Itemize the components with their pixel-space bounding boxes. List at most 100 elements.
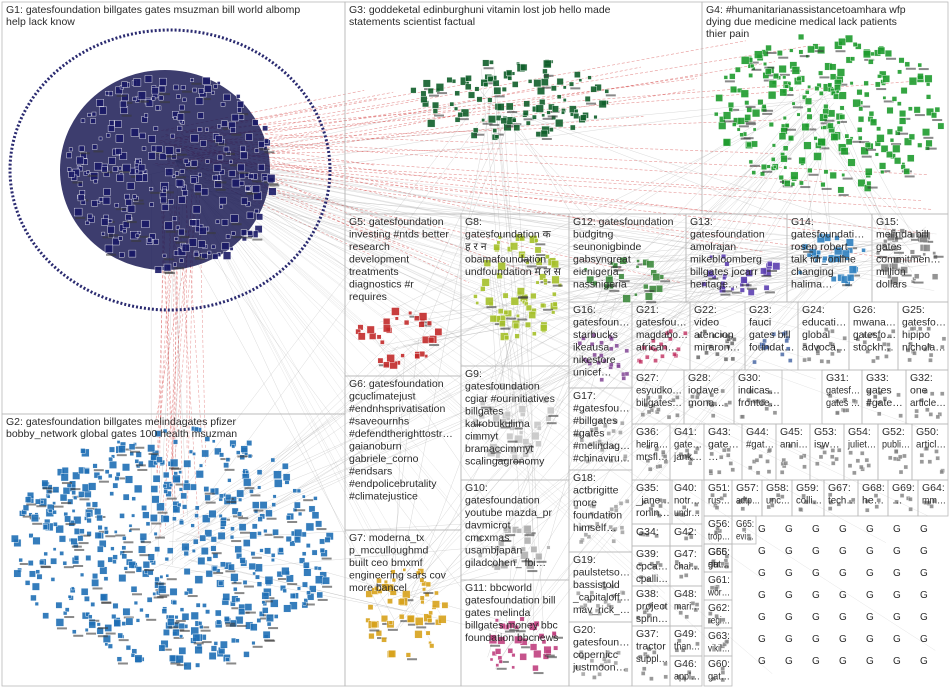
node-g50 <box>939 469 944 475</box>
group-label-g13-line: G13: <box>690 216 713 228</box>
node-caption <box>166 497 177 500</box>
node-g2 <box>301 494 306 499</box>
edge-line <box>177 279 488 552</box>
node-caption <box>175 483 186 486</box>
group-label-g39-line: cpca… <box>636 561 668 573</box>
node-g4 <box>900 164 906 170</box>
node-g3 <box>492 79 500 87</box>
node-g1 <box>119 252 125 258</box>
node-caption <box>507 111 518 114</box>
node-caption <box>115 208 126 211</box>
node-g18 <box>624 499 630 504</box>
node-g2 <box>30 594 37 602</box>
node-g1 <box>85 220 90 225</box>
node-g3 <box>465 83 472 90</box>
node-g3 <box>574 71 581 78</box>
tiny-group-label: G <box>785 634 793 645</box>
tiny-group-label: G <box>893 546 901 557</box>
node-g4 <box>768 122 774 128</box>
node-g2 <box>296 488 302 493</box>
node-g2 <box>261 591 270 600</box>
node-g17 <box>597 419 602 424</box>
node-caption <box>745 105 756 108</box>
group-label-g23-line: foundat… <box>749 342 795 354</box>
node-g3 <box>501 86 507 92</box>
node-g3 <box>556 94 562 100</box>
node-g2 <box>217 531 226 540</box>
node-g12 <box>634 292 638 297</box>
node-caption <box>159 594 170 597</box>
node-g5 <box>383 361 390 368</box>
node-g1 <box>245 186 251 192</box>
node-g27 <box>640 412 646 417</box>
node-g1 <box>132 96 137 102</box>
node-caption <box>489 123 500 126</box>
node-caption <box>195 192 206 195</box>
node-g13 <box>763 284 770 291</box>
node-g16 <box>581 336 586 341</box>
node-caption <box>93 150 104 153</box>
node-g1 <box>168 199 174 205</box>
group-label-g23-line: gates bill <box>749 329 790 341</box>
node-g20 <box>605 650 610 655</box>
node-g9 <box>489 386 495 391</box>
node-caption <box>129 528 140 531</box>
node-caption <box>527 570 538 573</box>
edge-line <box>174 159 898 250</box>
node-g4 <box>863 80 869 86</box>
node-g3 <box>506 69 513 76</box>
node-g17 <box>610 444 615 449</box>
edge-line <box>174 159 815 314</box>
node-caption <box>164 272 175 275</box>
bridge-edge <box>172 213 175 504</box>
node-caption <box>914 114 925 117</box>
edge-line <box>753 260 820 287</box>
node-g19 <box>602 585 608 591</box>
node-g5 <box>369 332 377 340</box>
node-g4 <box>837 186 845 194</box>
node-g2 <box>122 493 130 501</box>
node-g2 <box>257 531 262 536</box>
node-caption <box>512 460 523 463</box>
node-caption <box>537 266 548 269</box>
node-g31 <box>835 410 840 416</box>
edge-line <box>530 260 534 652</box>
node-caption <box>904 175 915 178</box>
node-g32 <box>928 412 933 417</box>
group-label-g14-line: G14: <box>791 216 814 228</box>
node-g3 <box>493 86 502 95</box>
node-g2 <box>270 457 276 463</box>
node-g8 <box>496 272 503 279</box>
node-caption <box>910 238 921 241</box>
node-g37 <box>663 674 668 680</box>
node-caption <box>536 560 547 563</box>
node-g4 <box>838 38 846 46</box>
node-g2 <box>147 553 155 561</box>
node-g14 <box>816 250 821 255</box>
node-g1 <box>77 194 85 202</box>
edge-line <box>398 119 811 583</box>
node-g54 <box>848 450 853 455</box>
node-g1 <box>192 205 201 214</box>
node-g4 <box>784 123 790 128</box>
node-g25 <box>928 358 933 363</box>
node-g1 <box>135 169 140 174</box>
edge-line <box>161 189 487 622</box>
group-label-g31-line: gates … <box>826 397 860 409</box>
node-g2 <box>94 508 102 516</box>
edge-line <box>799 93 817 261</box>
node-g24 <box>806 357 812 362</box>
node-g8 <box>516 287 525 296</box>
edge-line <box>492 265 522 438</box>
node-g4 <box>841 173 846 177</box>
node-g1 <box>240 197 248 205</box>
node-g2 <box>73 555 80 561</box>
node-g4 <box>806 107 812 113</box>
node-g2 <box>189 483 197 491</box>
group-label-g13-line: amolrajan <box>690 241 736 253</box>
node-g7 <box>422 587 427 592</box>
node-g1 <box>104 244 114 253</box>
node-g4 <box>917 73 924 80</box>
node-g2 <box>214 447 222 456</box>
node-caption <box>160 93 171 96</box>
